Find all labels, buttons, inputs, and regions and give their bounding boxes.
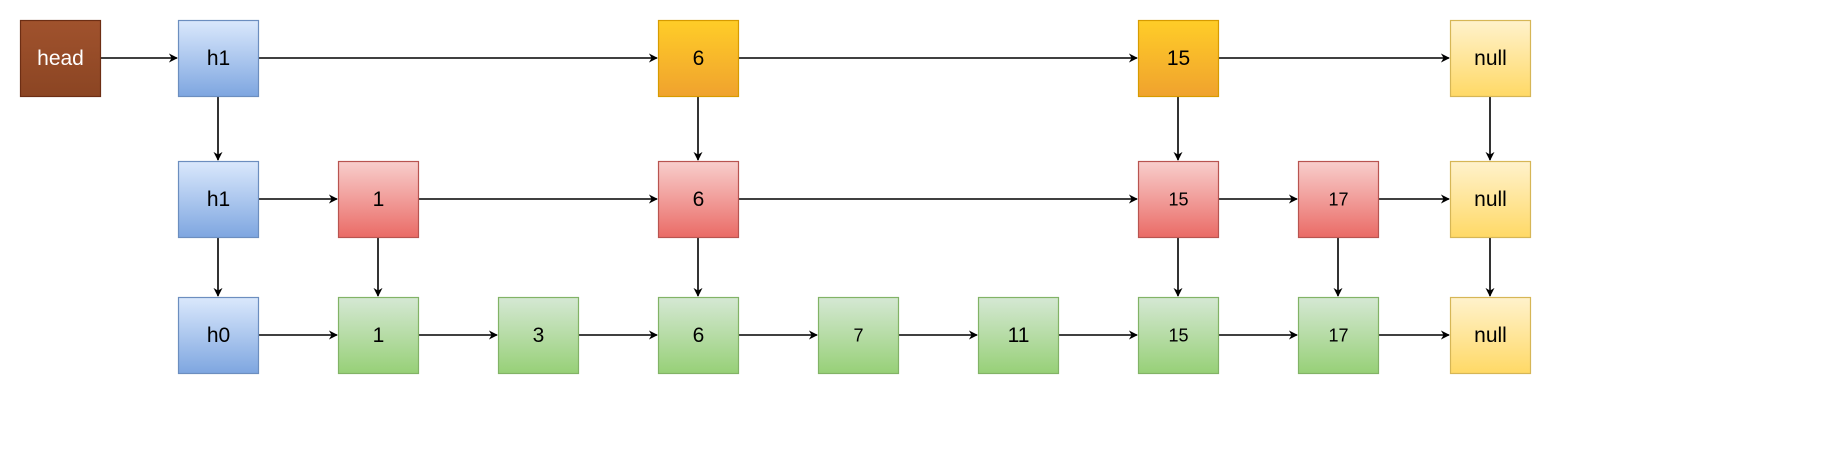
node-box-top-null [1449,19,1532,98]
node-box-mid-17 [1297,160,1380,239]
node-mid-1: 1 [337,160,420,239]
node-label-bot-null: null [1474,324,1507,347]
node-label-top-15: 15 [1167,47,1190,70]
node-label-mid-6: 6 [693,188,705,211]
node-box-mid-15 [1137,160,1220,239]
node-bot-1: 1 [337,296,420,375]
node-box-head [19,19,102,98]
node-box-bot-15 [1137,296,1220,375]
node-mid-null: null [1449,160,1532,239]
node-box-bot-17 [1297,296,1380,375]
node-head: head [19,19,102,98]
node-label-bot-3: 3 [533,324,545,347]
node-box-bot-null [1449,296,1532,375]
node-label-bot-1: 1 [373,324,385,347]
node-bot-6: 6 [657,296,740,375]
node-box-mid-1 [337,160,420,239]
node-top-15: 15 [1137,19,1220,98]
node-label-head: head [37,47,84,70]
node-box-bot-11 [977,296,1060,375]
node-box-top-6 [657,19,740,98]
node-box-bot-7 [817,296,900,375]
node-label-bot-17: 17 [1328,326,1348,346]
edges [100,53,1495,340]
node-box-bot-1 [337,296,420,375]
node-bot-7: 7 [817,296,900,375]
node-h1-mid: h1 [177,160,260,239]
node-bot-3: 3 [497,296,580,375]
nodes: head h1 6 15 null h1 1 6 15 17 null h0 1 3 6 7 11 15 17 nul… [19,19,1532,375]
node-label-bot-6: 6 [693,324,705,347]
node-box-mid-null [1449,160,1532,239]
node-label-mid-17: 17 [1328,190,1348,210]
node-mid-17: 17 [1297,160,1380,239]
node-bot-null: null [1449,296,1532,375]
node-box-h1-top [177,19,260,98]
node-top-6: 6 [657,19,740,98]
node-bot-17: 17 [1297,296,1380,375]
node-label-bot-15: 15 [1168,326,1188,346]
node-mid-15: 15 [1137,160,1220,239]
node-label-mid-1: 1 [373,188,385,211]
node-h1-top: h1 [177,19,260,98]
node-bot-15: 15 [1137,296,1220,375]
node-label-mid-15: 15 [1168,190,1188,210]
node-box-top-15 [1137,19,1220,98]
node-label-top-null: null [1474,47,1507,70]
node-label-h1-top: h1 [207,47,230,70]
node-box-bot-3 [497,296,580,375]
node-label-bot-11: 11 [1008,324,1030,347]
node-label-h1-mid: h1 [207,188,230,211]
node-label-h0: h0 [207,324,230,347]
node-h0: h0 [177,296,260,375]
node-top-null: null [1449,19,1532,98]
node-label-top-6: 6 [693,47,705,70]
node-box-h1-mid [177,160,260,239]
node-box-bot-6 [657,296,740,375]
node-label-mid-null: null [1474,188,1507,211]
node-bot-11: 11 [977,296,1060,375]
node-label-bot-7: 7 [853,326,863,346]
node-mid-6: 6 [657,160,740,239]
node-box-h0 [177,296,260,375]
node-box-mid-6 [657,160,740,239]
